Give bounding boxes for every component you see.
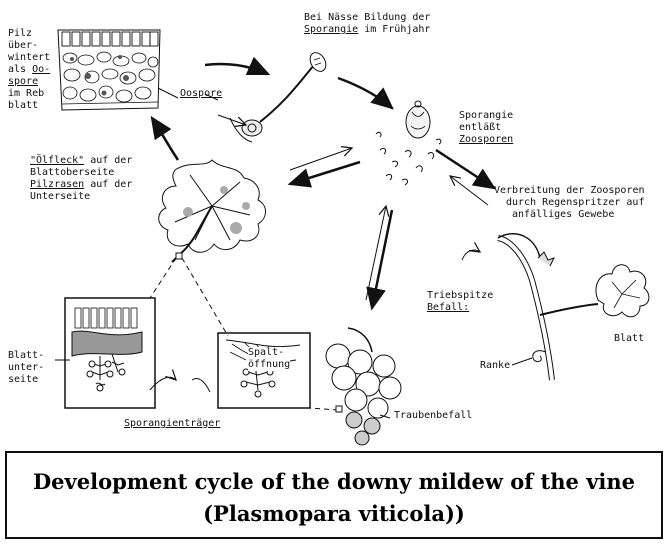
grape-cluster bbox=[326, 328, 401, 445]
leaf-cross-section bbox=[58, 30, 160, 110]
text-naesse-2a: Sporangie bbox=[304, 24, 358, 35]
text-oelfleck-3a: Pilzrasen bbox=[30, 179, 84, 190]
text-blattunterseite-3: seite bbox=[8, 374, 38, 385]
text-naesse-2b: im Frühjahr bbox=[358, 24, 430, 35]
text-verbreitung-1: Verbreitung der Zoosporen bbox=[494, 185, 645, 196]
caption-box: Development cycle of the downy mildew of… bbox=[5, 451, 663, 539]
text-pilz-1: Pilz bbox=[8, 28, 32, 39]
text-oelfleck-3b: auf der bbox=[84, 179, 132, 190]
text-naesse-1: Bei Nässe Bildung der bbox=[304, 12, 430, 23]
text-sporangie-1: Sporangie bbox=[459, 110, 513, 121]
text-blattunterseite-1: Blatt- bbox=[8, 350, 44, 361]
text-triebspitze-2: Befall: bbox=[427, 302, 469, 313]
label-sporangientraeger: Sporangienträger bbox=[124, 418, 220, 430]
label-blatt-unterseite: Blatt-unter-seite bbox=[8, 350, 44, 386]
text-spalt-1: Spalt- bbox=[248, 347, 284, 358]
text-sporangie-2: entläßt bbox=[459, 122, 501, 133]
text-pilz-2: über- bbox=[8, 40, 38, 51]
text-pilz-5: spore bbox=[8, 76, 38, 87]
text-verbreitung-3: anfälliges Gewebe bbox=[494, 209, 614, 220]
text-pilz-7: blatt bbox=[8, 100, 38, 111]
text-pilz-4a: als bbox=[8, 64, 32, 75]
text-oelfleck-1b: auf der bbox=[84, 155, 132, 166]
shoot-tip-infected bbox=[498, 234, 649, 380]
text-verbreitung-2: durch Regenspritzer auf bbox=[494, 197, 644, 208]
grape-leaf-infected bbox=[159, 160, 266, 262]
caption-title: Development cycle of the downy mildew of… bbox=[7, 469, 661, 494]
text-blattunterseite-2: unter- bbox=[8, 362, 44, 373]
text-pilz-6: im Reb bbox=[8, 88, 44, 99]
text-triebspitze-1: Triebspitze bbox=[427, 290, 493, 301]
germinating-oospore bbox=[242, 50, 329, 136]
text-sporangie-3: Zoosporen bbox=[459, 134, 513, 145]
text-pilz-4b: Oo- bbox=[32, 64, 50, 75]
label-spaltoeffnung: Spalt-öffnung bbox=[248, 347, 290, 371]
leaf-underside-inset bbox=[65, 298, 155, 408]
label-traubenbefall: Traubenbefall bbox=[394, 410, 472, 422]
text-oelfleck-4: Unterseite bbox=[30, 191, 90, 202]
text-oelfleck-1a: "Ölfleck" bbox=[30, 155, 84, 166]
caption-subtitle: (Plasmopara viticola)) bbox=[7, 501, 661, 526]
label-oospore: Oospore bbox=[180, 88, 222, 100]
text-pilz-3: wintert bbox=[8, 52, 50, 63]
text-oelfleck-2: Blattoberseite bbox=[30, 167, 114, 178]
text-spalt-2: öffnung bbox=[248, 359, 290, 370]
label-blatt: Blatt bbox=[614, 333, 644, 345]
sporangium-zoospores bbox=[376, 101, 441, 185]
label-ranke: Ranke bbox=[480, 360, 510, 372]
